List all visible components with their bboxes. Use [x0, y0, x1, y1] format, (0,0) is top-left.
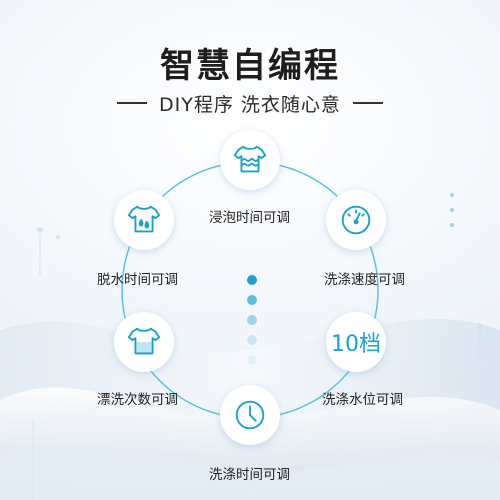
center-dot	[247, 355, 257, 365]
label-wash-speed: 洗涤速度可调	[324, 272, 405, 288]
center-dot	[247, 335, 257, 345]
node-wash-time	[220, 385, 280, 445]
node-rinse-count	[114, 312, 174, 372]
node-spin-time	[114, 190, 174, 250]
clock-icon	[235, 400, 265, 430]
shirt-wave-icon	[233, 145, 267, 173]
water-level-gear-count: 10档	[331, 332, 381, 357]
speed-gauge-icon	[341, 205, 371, 235]
subtitle-row: DIY程序 洗衣随心意	[0, 90, 500, 116]
node-soak-time	[220, 130, 280, 190]
page-subtitle: DIY程序 洗衣随心意	[159, 93, 341, 116]
label-spin-time: 脱水时间可调	[97, 272, 178, 288]
node-wash-speed	[326, 190, 386, 250]
shirt-drops-icon	[127, 205, 161, 233]
right-dash-divider	[352, 102, 383, 104]
label-rinse-count: 漂洗次数可调	[97, 392, 178, 408]
label-soak-time: 浸泡时间可调	[209, 210, 290, 226]
left-dash-divider	[117, 102, 148, 104]
center-dot	[247, 315, 257, 325]
node-water-level: 10档	[326, 312, 386, 372]
center-dot	[247, 275, 257, 285]
shirt-rinse-icon	[127, 327, 161, 355]
label-water-level: 洗涤水位可调	[322, 392, 403, 408]
page-title: 智慧自编程	[160, 46, 340, 86]
center-dot	[247, 295, 257, 305]
label-wash-time: 洗涤时间可调	[209, 467, 290, 483]
